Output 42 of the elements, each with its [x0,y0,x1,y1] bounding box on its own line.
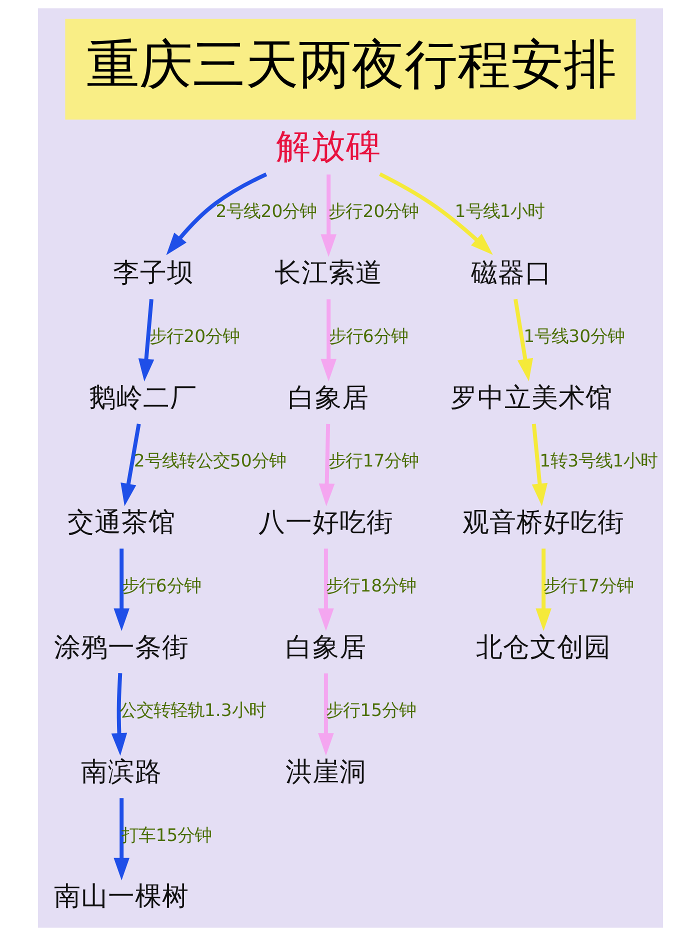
arrow [113,548,130,631]
arrow [535,548,551,631]
node-text: 八一好吃街 [258,507,393,538]
node-text: 白象居 [284,632,366,663]
arrow [318,548,334,631]
arrow [110,673,127,756]
arrow [318,424,334,506]
node-text: 长江索道 [274,258,382,289]
node-text: 李子坝 [112,258,194,289]
node-text: 鹅岭二厂 [88,382,196,414]
node-text: 交通茶馆 [67,507,176,538]
arrow [138,299,154,382]
node-text: 南山一棵树 [54,881,189,912]
arrow [120,424,140,506]
node-text: 涂鸦一条街 [54,632,189,663]
node-text: 洪崖洞 [284,756,366,788]
arrow [513,298,533,382]
edge-label: 1转3号线1小时 [539,452,658,472]
arrow [320,174,336,257]
node-text: 观音桥好吃街 [462,507,624,538]
edge-label: 步行20分钟 [328,202,418,222]
node-text: 北仓文创园 [476,632,611,663]
arrow [318,673,334,756]
edge-label: 步行18分钟 [326,576,416,596]
edge-label: 2号线20分钟 [215,202,316,222]
edge-label: 2号线转公交50分钟 [133,452,286,472]
arrow [378,172,492,255]
node-text: 解放碑 [276,128,381,166]
edge-label: 步行20分钟 [149,326,240,347]
edge-label: 步行17分钟 [328,452,418,472]
node-text: 南滨路 [80,756,162,788]
node-text: 磁器口 [470,258,552,289]
edge-label: 1号线30分钟 [523,326,624,347]
arrow [531,424,548,506]
arrow [320,299,336,382]
edge-label: 步行6分钟 [328,326,408,347]
edge-label: 步行15分钟 [326,701,416,722]
node-text: 罗中立美术馆 [450,382,612,414]
edge-label: 1号线1小时 [454,202,544,222]
node-text: 白象居 [288,382,369,414]
diagram-title: 重庆三天两夜行程安排 [86,36,616,95]
arrow [166,172,267,256]
